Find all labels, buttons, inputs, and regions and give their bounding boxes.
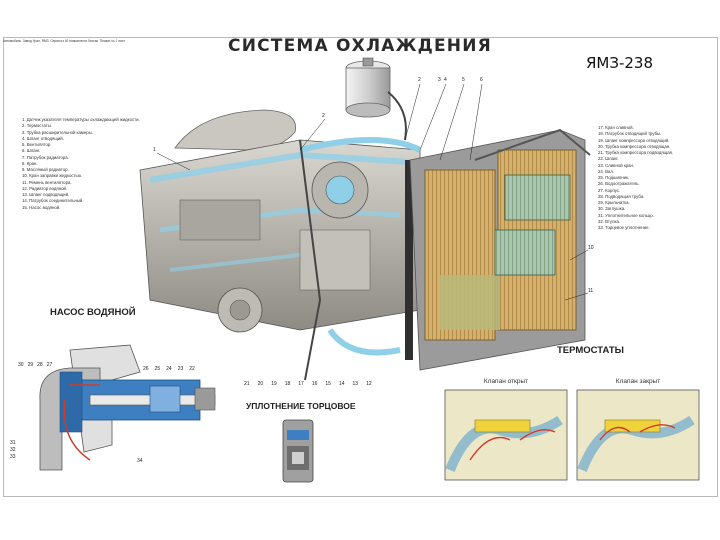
seal-section-label: УПЛОТНЕНИЕ ТОРЦОВОЕ: [246, 401, 356, 411]
legend-left: 1. Датчик указателя температуры охлаждаю…: [22, 117, 140, 211]
callout-number: 19: [271, 381, 277, 387]
callout-number: 1: [153, 147, 156, 153]
legend-item: 27. Корпус.: [598, 187, 621, 193]
callout-number: 17: [298, 381, 304, 387]
callout-number: 11: [588, 288, 594, 294]
legend-item: 6. Шланг.: [22, 148, 41, 154]
legend-item: 13. Шланг подводящий.: [22, 192, 70, 197]
legend-item: 18. Патрубок отводящей трубы.: [598, 131, 662, 137]
compressor-tube: [299, 139, 322, 381]
legend-item: 22. Шланг.: [598, 156, 619, 162]
pump-callouts-bottom-left: 31 32 33: [10, 440, 16, 460]
callout-number: 15: [325, 381, 331, 387]
legend-item: 15. Насос водяной.: [22, 204, 61, 210]
thermostat-pane-closed: [576, 389, 700, 481]
callout-number: 20: [257, 381, 264, 387]
thermostat-pane-open: [444, 389, 568, 481]
legend-item: 24. Вал.: [598, 168, 615, 174]
legend-item: 25. Подшипник.: [598, 175, 630, 180]
callout-number: 3: [438, 77, 441, 83]
expansion-tube: [387, 91, 407, 141]
water-pump-cutaway: [39, 344, 216, 471]
callout-number: 16: [311, 381, 318, 387]
callout-number: 31: [10, 440, 16, 446]
callout-number: 24: [166, 366, 172, 372]
legend-item: 29. Крыльчатка.: [598, 200, 630, 205]
legend-item: 20. Трубка компрессора отводящая.: [598, 143, 671, 149]
callout-number: 22: [189, 366, 195, 372]
legend-right: 17. Кран сливной. 18. Патрубок отводящей…: [598, 125, 673, 231]
legend-item: 32. Втулка.: [598, 218, 621, 224]
legend-item: 30. Заглушка.: [598, 206, 626, 212]
expansion-tank: [345, 57, 391, 118]
callout-number: 10: [588, 245, 594, 251]
oil-cooler: [494, 174, 571, 276]
callout-number: 30: [18, 362, 24, 368]
callout-number: 2: [322, 113, 325, 119]
legend-item: 10. Кран заправки жидкостью.: [22, 173, 83, 179]
engine-model: ЯМЗ-238: [586, 54, 654, 72]
fan-belt: [405, 160, 413, 360]
legend-item: 7. Патрубок радиатора.: [22, 154, 69, 160]
legend-item: 14. Патрубок соединительный.: [22, 198, 84, 204]
poster-header-caption: Автомобиль. Завод Урал. ЯМЗ. Серия из 40…: [3, 39, 125, 43]
legend-item: 31. Уплотнительное кольцо.: [598, 212, 654, 218]
legend-item: 8. Кран.: [22, 160, 38, 166]
poster-title: СИСТЕМА ОХЛАЖДЕНИЯ: [228, 36, 492, 56]
callout-number: 5: [462, 77, 465, 83]
legend-item: 3. Трубка расширительной камеры.: [22, 129, 93, 135]
legend-item: 33. Торцевое уплотнение.: [598, 225, 650, 230]
legend-item: 23. Сливной кран.: [598, 162, 635, 168]
engine-block: [139, 139, 421, 333]
callout-number: 27: [46, 362, 53, 368]
legend-item: 9. Масляный радиатор.: [22, 167, 69, 172]
radiator-pipe: [474, 128, 591, 161]
end-face-seal: [282, 419, 314, 483]
callout-number: 29: [27, 362, 34, 368]
pump-section-label: НАСОС ВОДЯНОЙ: [50, 307, 136, 318]
callout-number: 34: [137, 458, 143, 464]
callout-number: 4: [444, 77, 447, 83]
callout-number: 12: [366, 381, 372, 387]
callout-number: 26: [143, 366, 149, 372]
upper-hose: [299, 137, 422, 153]
callout-number: 2: [418, 77, 421, 83]
poster-header: Автомобиль. Завод Урал. ЯМЗ. Серия из 40…: [3, 37, 208, 45]
legend-item: 1. Датчик указателя температуры охлаждаю…: [22, 117, 140, 122]
callout-number: 21: [244, 381, 250, 387]
pump-callouts-top-left: 30 29 28 27: [18, 362, 52, 368]
valve-open-label: Клапан открыт: [483, 378, 529, 385]
callout-number: 14: [338, 381, 345, 387]
legend-item: 21. Трубка компрессора подводящая.: [598, 150, 674, 155]
bottom-callouts: 21 20 19 18 17 16 15 14 13 12: [244, 381, 372, 387]
legend-item: 5. Вентилятор.: [22, 142, 52, 147]
callout-number: 18: [284, 381, 291, 387]
legend-item: 17. Кран сливной.: [598, 125, 634, 130]
leader-lines: [156, 83, 589, 301]
lower-hose: [327, 328, 401, 356]
legend-item: 4. Шланг отводящий.: [22, 135, 64, 141]
callout-number: 25: [154, 366, 161, 372]
callout-number: 28: [37, 362, 43, 368]
legend-item: 28. Подводящая труба.: [598, 193, 645, 199]
thermostats-section-label: ТЕРМОСТАТЫ: [557, 345, 624, 356]
callout-number: 23: [177, 366, 184, 372]
legend-item: 11. Ремень вентилятора.: [22, 179, 72, 185]
callout-number: 13: [352, 381, 359, 387]
valve-closed-label: Клапан закрыт: [615, 378, 661, 385]
legend-item: 19. Шланг компрессора отводящий.: [598, 137, 670, 143]
callout-number: 33: [10, 454, 16, 460]
callout-number: 6: [480, 77, 483, 83]
pump-callouts-top-right: 26 25 24 23 22: [143, 366, 195, 372]
callout-number: 32: [10, 447, 16, 453]
legend-item: 26. Водоотражатель.: [598, 181, 640, 187]
legend-item: 2. Термостаты.: [22, 123, 52, 129]
legend-item: 12. Радиатор водяной.: [22, 185, 68, 191]
